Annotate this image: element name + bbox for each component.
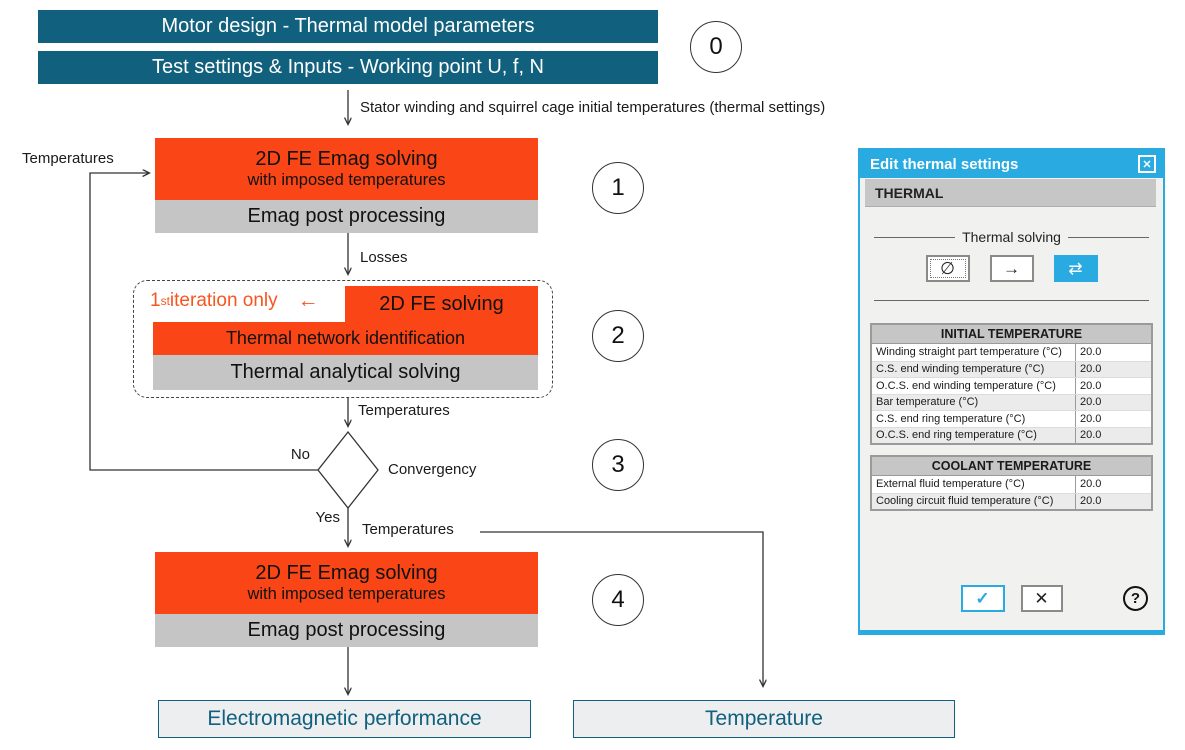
- step-badge-0: 0: [690, 21, 742, 73]
- row-value-field[interactable]: 20.0: [1075, 427, 1151, 443]
- row-label: Winding straight part temperature (°C): [876, 346, 1062, 359]
- block4-title: 2D FE Emag solving: [255, 562, 438, 584]
- cancel-button[interactable]: ✕: [1020, 585, 1063, 612]
- thermal-solving-group: Thermal solving: [874, 229, 1150, 245]
- right-arrow-icon: →: [1003, 258, 1020, 278]
- coolant-temperature-table: COOLANT TEMPERATURE External fluid tempe…: [870, 455, 1153, 511]
- output-em-label: Electromagnetic performance: [207, 707, 482, 730]
- initial-temperature-header: INITIAL TEMPERATURE: [872, 325, 1151, 344]
- coolant-temperature-header: COOLANT TEMPERATURE: [872, 457, 1151, 476]
- block2-fe-solving-label: 2D FE solving: [379, 292, 504, 315]
- step-badge-4: 4: [592, 574, 644, 626]
- block4-post-processing: Emag post processing: [155, 614, 538, 647]
- dialog-title: Edit thermal settings: [870, 155, 1019, 173]
- row-value-field[interactable]: 20.0: [1075, 344, 1151, 361]
- block1-title: 2D FE Emag solving: [255, 148, 438, 170]
- row-label: C.S. end winding temperature (°C): [876, 363, 1045, 376]
- dialog-footer: ✓ ✕ ?: [860, 585, 1163, 612]
- empty-set-icon: ∅: [940, 258, 955, 278]
- iterative-solving-button[interactable]: ⇄: [1053, 255, 1098, 282]
- row-value-field[interactable]: 20.0: [1075, 476, 1151, 493]
- label-temperatures-in: Temperatures: [358, 402, 450, 419]
- step-badge-2: 2: [592, 310, 644, 362]
- label-feedback-temperatures: Temperatures: [22, 150, 114, 167]
- convergency-diamond: [317, 430, 379, 510]
- label-losses: Losses: [360, 249, 408, 266]
- block2-network-identification: Thermal network identification: [153, 322, 538, 355]
- block4-post-label: Emag post processing: [247, 619, 446, 641]
- table-row: External fluid temperature (°C) 20.0: [872, 476, 1151, 493]
- label-initial-temperatures: Stator winding and squirrel cage initial…: [360, 99, 826, 116]
- row-label: O.C.S. end ring temperature (°C): [876, 429, 1037, 442]
- block1-subtitle: with imposed temperatures: [247, 171, 446, 189]
- checkmark-icon: ✓: [975, 588, 990, 608]
- banner-test-settings-label: Test settings & Inputs - Working point U…: [151, 56, 544, 78]
- block4-emag-solving: 2D FE Emag solving with imposed temperat…: [155, 552, 538, 614]
- output-temperature-label: Temperature: [705, 707, 823, 730]
- label-temperatures-out: Temperatures: [362, 521, 454, 538]
- question-mark-icon: ?: [1130, 590, 1141, 607]
- table-row: C.S. end winding temperature (°C) 20.0: [872, 360, 1151, 377]
- help-button[interactable]: ?: [1123, 586, 1148, 611]
- note-sup: st: [160, 294, 170, 308]
- table-row: Cooling circuit fluid temperature (°C) 2…: [872, 492, 1151, 509]
- legend-line-right: [1067, 236, 1150, 238]
- close-icon[interactable]: ✕: [1138, 155, 1156, 173]
- banner-test-settings: Test settings & Inputs - Working point U…: [38, 51, 658, 84]
- label-convergency: Convergency: [388, 461, 477, 478]
- table-row: Winding straight part temperature (°C) 2…: [872, 344, 1151, 361]
- row-value-field[interactable]: 20.0: [1075, 394, 1151, 410]
- row-label: Cooling circuit fluid temperature (°C): [876, 495, 1054, 508]
- row-label: C.S. end ring temperature (°C): [876, 412, 1026, 425]
- block2-fe-solving: 2D FE solving: [345, 286, 538, 322]
- table-row: O.C.S. end ring temperature (°C) 20.0: [872, 426, 1151, 443]
- block2-analytical-solving: Thermal analytical solving: [153, 355, 538, 390]
- block1-emag-solving: 2D FE Emag solving with imposed temperat…: [155, 138, 538, 200]
- bidirectional-arrows-icon: ⇄: [1068, 258, 1083, 278]
- step-badge-1: 1: [592, 162, 644, 214]
- one-way-solving-button[interactable]: →: [989, 255, 1034, 282]
- initial-temperature-table: INITIAL TEMPERATURE Winding straight par…: [870, 323, 1153, 445]
- block2-network-label: Thermal network identification: [225, 328, 466, 348]
- edit-thermal-settings-dialog: Edit thermal settings ✕ THERMAL Thermal …: [858, 148, 1165, 635]
- group-divider: [874, 300, 1149, 301]
- note-rest: iteration only: [169, 290, 278, 311]
- table-row: Bar temperature (°C) 20.0: [872, 393, 1151, 410]
- block4-subtitle: with imposed temperatures: [247, 585, 446, 603]
- table-row: O.C.S. end winding temperature (°C) 20.0: [872, 377, 1151, 394]
- block2-analytical-label: Thermal analytical solving: [230, 361, 461, 383]
- output-em-performance: Electromagnetic performance: [158, 700, 531, 738]
- step-badge-3: 3: [592, 439, 644, 491]
- ok-button[interactable]: ✓: [960, 585, 1005, 612]
- label-no: No: [290, 446, 310, 463]
- thermal-solving-buttons: ∅ → ⇄: [860, 255, 1163, 282]
- row-value-field[interactable]: 20.0: [1075, 493, 1151, 509]
- no-thermal-solving-button[interactable]: ∅: [925, 255, 970, 282]
- output-temperature: Temperature: [573, 700, 955, 738]
- row-label: O.C.S. end winding temperature (°C): [876, 379, 1056, 392]
- block1-post-processing: Emag post processing: [155, 200, 538, 233]
- left-arrow-icon: ←: [297, 289, 319, 312]
- row-label: External fluid temperature (°C): [876, 478, 1025, 491]
- row-label: Bar temperature (°C): [876, 396, 979, 409]
- dialog-titlebar[interactable]: Edit thermal settings ✕: [860, 150, 1163, 178]
- row-value-field[interactable]: 20.0: [1075, 411, 1151, 427]
- banner-motor-design: Motor design - Thermal model parameters: [38, 10, 658, 43]
- row-value-field[interactable]: 20.0: [1075, 378, 1151, 394]
- label-yes: Yes: [315, 509, 340, 526]
- note-base: 1: [150, 290, 161, 311]
- thermal-section-label: THERMAL: [875, 184, 944, 201]
- legend-line-left: [874, 236, 956, 238]
- thermal-section-header: THERMAL: [865, 179, 1156, 207]
- row-value-field[interactable]: 20.0: [1075, 361, 1151, 377]
- table-row: C.S. end ring temperature (°C) 20.0: [872, 410, 1151, 427]
- thermal-solving-label: Thermal solving: [962, 229, 1061, 245]
- x-icon: ✕: [1034, 588, 1049, 608]
- block1-post-label: Emag post processing: [247, 205, 446, 227]
- banner-motor-design-label: Motor design - Thermal model parameters: [161, 15, 535, 37]
